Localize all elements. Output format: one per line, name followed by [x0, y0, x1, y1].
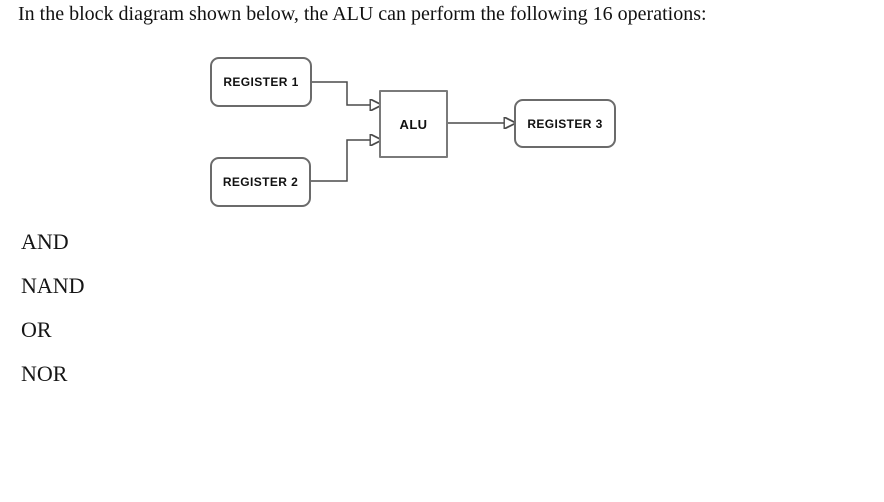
operation-item-nand: NAND [21, 273, 85, 298]
register1-to-alu-connector [312, 81, 370, 105]
register3-box: REGISTER 3 [514, 99, 616, 148]
register1-box: REGISTER 1 [210, 57, 312, 107]
operations-list: AND NAND OR NOR [21, 231, 85, 385]
register2-label: REGISTER 2 [222, 175, 299, 189]
operation-item-nor: NOR [21, 361, 68, 386]
register1-label: REGISTER 1 [223, 75, 299, 89]
register2-to-alu-connector [311, 140, 370, 182]
operation-item-or: OR [21, 317, 52, 342]
alu-label: ALU [399, 116, 428, 132]
alu-box: ALU [379, 90, 448, 158]
register2-box: REGISTER 2 [210, 157, 311, 207]
operation-item-and: AND [21, 229, 69, 254]
register3-label: REGISTER 3 [527, 116, 603, 131]
question-title: In the block diagram shown below, the AL… [18, 3, 707, 25]
